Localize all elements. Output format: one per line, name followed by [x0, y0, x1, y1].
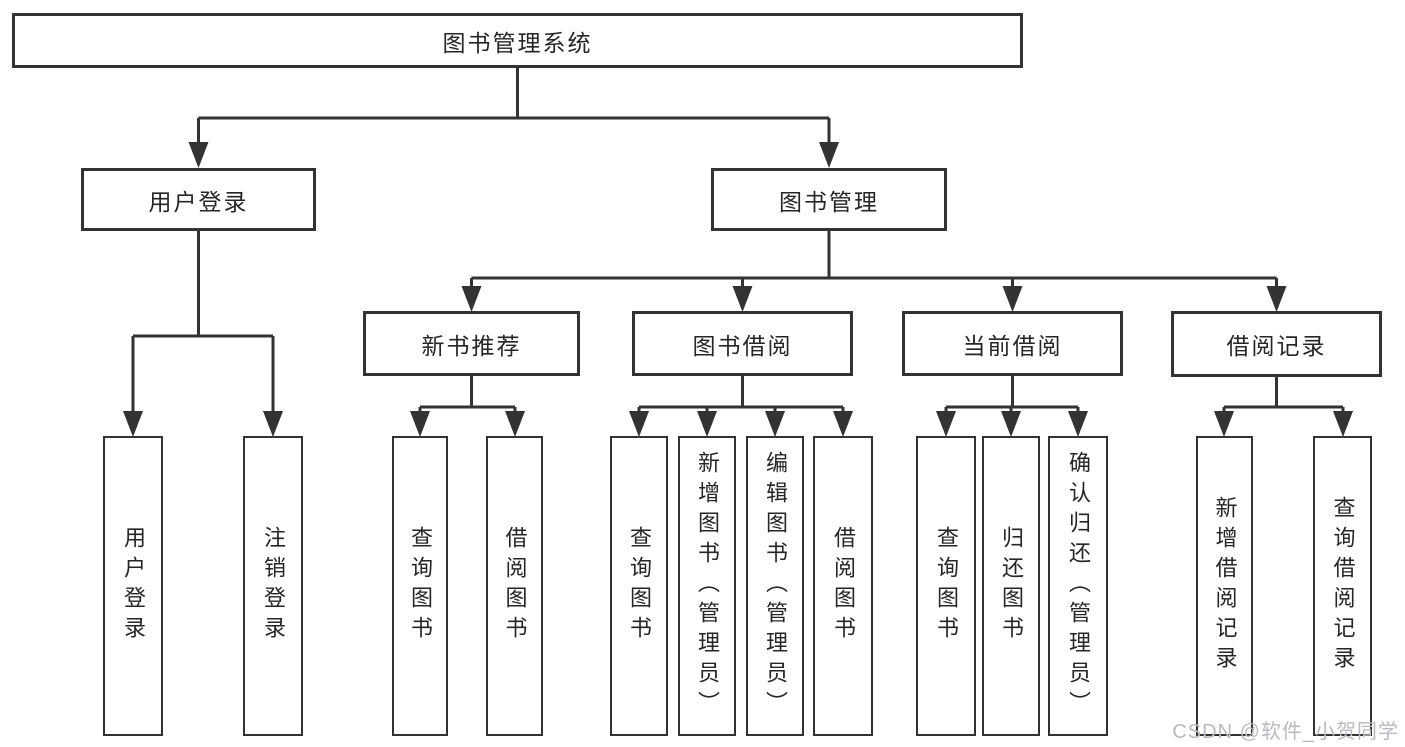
connector-recommend-to-leaves — [418, 376, 517, 412]
arrowheads — [123, 142, 1353, 437]
leaf-label: 查询借阅记录 — [1330, 496, 1356, 676]
arrowhead-icon — [123, 411, 143, 437]
leaf-borrow-query-books: 查询图书 — [610, 436, 668, 736]
leaf-label: 新增图书（管理员） — [695, 451, 720, 721]
leaf-records-query-record: 查询借阅记录 — [1313, 436, 1372, 736]
arrowhead-icon — [629, 411, 649, 437]
leaf-records-add-record: 新增借阅记录 — [1196, 436, 1253, 736]
node-new-book-recommend: 新书推荐 — [363, 311, 580, 376]
arrowhead-icon — [263, 411, 283, 437]
arrowhead-icon — [1214, 411, 1234, 437]
leaf-current-confirm-return: 确认归还（管理员） — [1048, 436, 1108, 736]
arrowhead-icon — [732, 286, 753, 312]
arrowhead-icon — [188, 142, 209, 168]
leaf-label: 确认归还（管理员） — [1066, 451, 1091, 721]
arrowhead-icon — [936, 411, 956, 437]
arrowhead-icon — [1001, 411, 1021, 437]
arrowhead-icon — [410, 411, 430, 437]
watermark: CSDN @软件_小贺同学 — [1172, 721, 1399, 743]
leaf-logout: 注销登录 — [243, 436, 303, 736]
node-root: 图书管理系统 — [12, 13, 1023, 68]
arrowhead-icon — [461, 286, 482, 312]
connector-borrow-to-leaves — [637, 376, 845, 412]
leaf-current-query-books: 查询图书 — [916, 436, 976, 736]
leaf-label: 借阅图书 — [831, 526, 856, 646]
leaf-label: 查询图书 — [934, 526, 959, 646]
leaf-label: 借阅图书 — [502, 526, 528, 646]
arrowhead-icon — [765, 411, 785, 437]
leaf-label: 归还图书 — [999, 526, 1024, 646]
arrowhead-icon — [833, 411, 853, 437]
leaf-borrow-edit-books: 编辑图书（管理员） — [746, 436, 804, 736]
leaf-borrow-borrow-books: 借阅图书 — [813, 436, 873, 736]
leaf-recommend-query-books: 查询图书 — [392, 436, 448, 736]
leaf-borrow-add-books: 新增图书（管理员） — [678, 436, 736, 736]
leaf-label: 注销登录 — [261, 526, 286, 646]
connector-user-login-to-leaves — [131, 231, 275, 412]
arrowhead-icon — [697, 411, 717, 437]
node-current-borrow: 当前借阅 — [902, 311, 1123, 376]
leaf-current-return-books: 归还图书 — [982, 436, 1040, 736]
leaf-label: 查询图书 — [627, 526, 652, 646]
arrowhead-icon — [1266, 286, 1287, 312]
leaf-recommend-borrow-books: 借阅图书 — [486, 436, 543, 736]
node-user-login: 用户登录 — [81, 168, 316, 231]
leaf-label: 新增借阅记录 — [1212, 496, 1238, 676]
node-book-borrow: 图书借阅 — [632, 311, 853, 376]
leaf-label: 编辑图书（管理员） — [763, 451, 788, 721]
node-borrow-records: 借阅记录 — [1171, 311, 1382, 377]
arrowhead-icon — [819, 142, 839, 168]
leaf-label: 用户登录 — [121, 526, 146, 646]
connector-current-to-leaves — [944, 376, 1080, 412]
node-book-management: 图书管理 — [711, 168, 947, 231]
arrowhead-icon — [1333, 411, 1353, 437]
arrowhead-icon — [505, 411, 525, 437]
connector-root-to-level2 — [197, 68, 831, 143]
leaf-user-login: 用户登录 — [103, 436, 163, 736]
connector-book-management-to-level3 — [470, 231, 1278, 287]
connector-records-to-leaves — [1222, 376, 1345, 412]
connector-lines — [131, 68, 1345, 412]
leaf-label: 查询图书 — [408, 526, 433, 646]
arrowhead-icon — [1068, 411, 1088, 437]
arrowhead-icon — [1002, 286, 1023, 312]
